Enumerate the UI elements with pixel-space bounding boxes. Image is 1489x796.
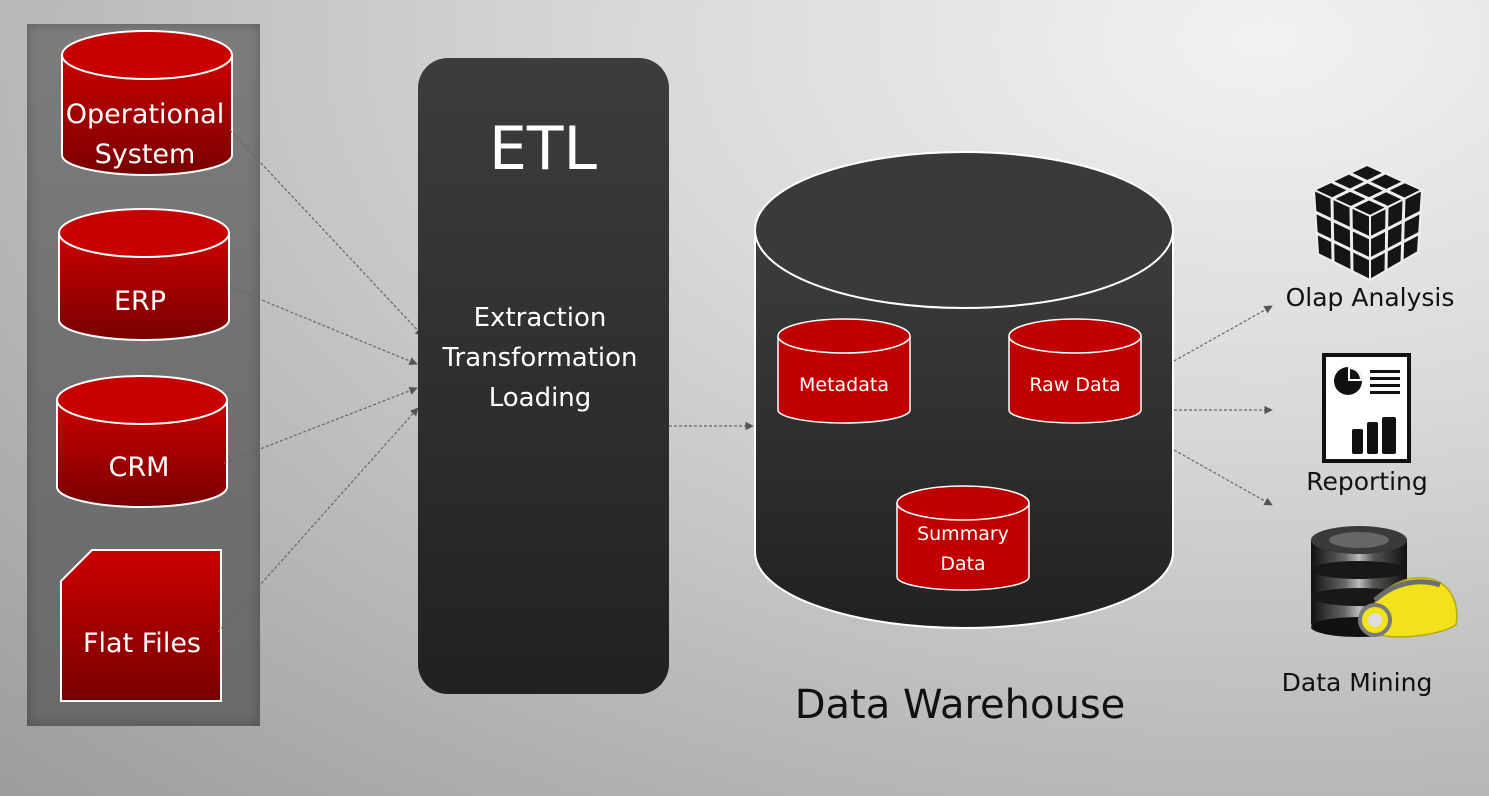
source-label: CRM	[109, 452, 170, 483]
output-data-mining[interactable]: Data Mining	[1282, 526, 1458, 697]
etl-process-box[interactable]: ETL Extraction Transformation Loading	[418, 58, 669, 694]
store-metadata[interactable]: Metadata	[777, 318, 911, 424]
store-label: Raw Data	[1029, 374, 1120, 396]
source-label: Operational	[66, 99, 224, 130]
source-label: ERP	[114, 286, 166, 317]
source-operational-system[interactable]: Operational System	[61, 30, 233, 176]
arrow-crm-to-etl	[223, 386, 418, 464]
output-label: Data Mining	[1282, 668, 1433, 697]
etl-title: ETL	[489, 114, 598, 184]
arrow-erp-to-etl	[229, 286, 418, 366]
arrow-to-data-mining	[1173, 449, 1273, 506]
store-label: Metadata	[799, 374, 889, 396]
source-erp[interactable]: ERP	[58, 208, 230, 341]
store-raw-data[interactable]: Raw Data	[1008, 318, 1142, 424]
store-summary-data[interactable]: Summary Data	[896, 485, 1030, 591]
report-document-icon	[1322, 353, 1411, 463]
store-label: Data	[940, 553, 985, 575]
database-miner-helmet-icon	[1311, 526, 1458, 638]
output-label: Olap Analysis	[1286, 283, 1455, 312]
arrow-flatfiles-to-etl	[217, 407, 419, 633]
output-label: Reporting	[1306, 467, 1428, 496]
source-label: System	[95, 139, 196, 170]
output-olap-analysis[interactable]: Olap Analysis	[1286, 163, 1455, 312]
source-flat-files[interactable]: Flat Files	[60, 549, 222, 702]
arrow-operational-to-etl	[229, 129, 424, 337]
store-label: Summary	[917, 523, 1009, 545]
source-crm[interactable]: CRM	[56, 375, 228, 508]
etl-step-transformation: Transformation	[441, 343, 637, 373]
output-reporting[interactable]: Reporting	[1306, 353, 1428, 496]
etl-step-extraction: Extraction	[474, 303, 607, 333]
olap-cube-icon	[1311, 163, 1425, 282]
arrow-to-olap	[1173, 305, 1273, 362]
etl-step-loading: Loading	[489, 383, 592, 413]
warehouse-label: Data Warehouse	[795, 682, 1126, 728]
source-label: Flat Files	[83, 628, 201, 659]
